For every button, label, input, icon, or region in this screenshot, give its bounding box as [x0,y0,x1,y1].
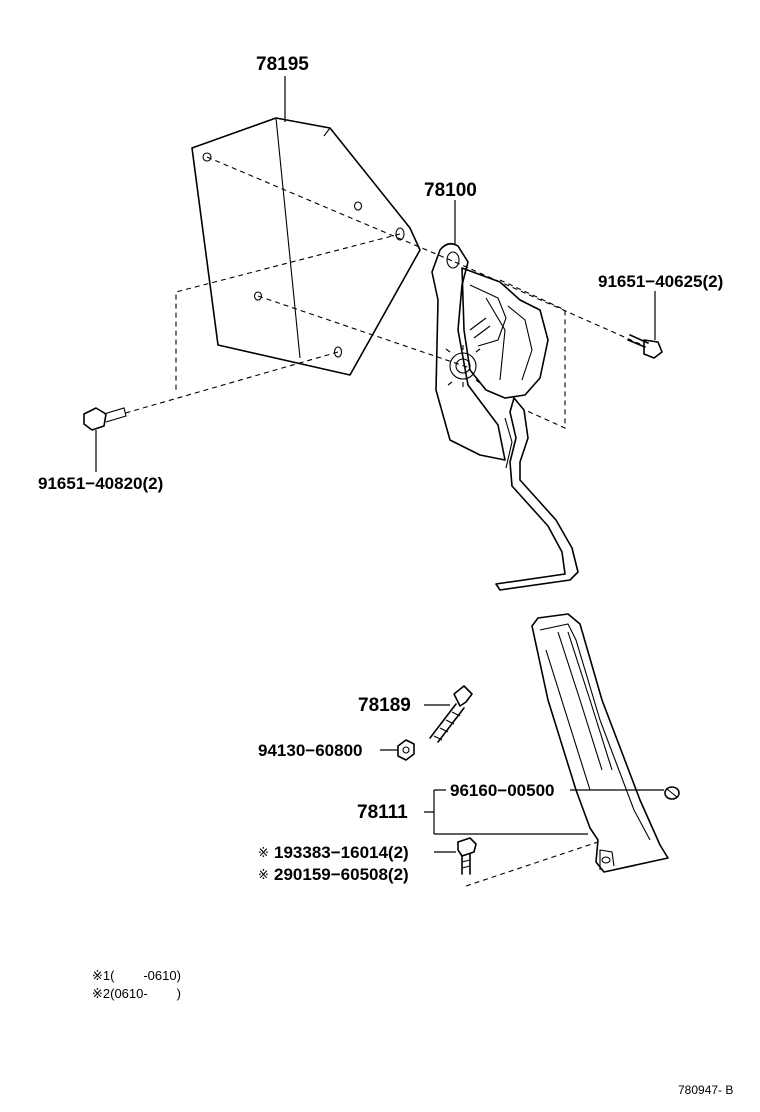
clip-96160-00500 [664,786,680,800]
bracket-78195 [191,117,421,376]
assembly-dash-lines-upper [121,156,641,429]
label-91651-40625: 91651−40625(2) [598,272,723,291]
bolt-91651-40625 [627,334,663,359]
label-78195: 78195 [256,54,309,75]
label-90159-60508: 290159−60508(2) [274,865,409,884]
assembly-dash-line-lower [465,841,599,887]
label-94130-60800: 94130−60800 [258,741,362,760]
mark-2: ※ [258,867,269,882]
pedal-sensor-78100 [431,242,579,591]
label-78100: 78100 [424,180,477,201]
footnote-2: ※2(0610- ) [92,986,181,1001]
diagram-code: 780947- B [678,1083,733,1097]
nut-94130-60800 [397,739,415,761]
label-96160-00500: 96160−00500 [450,781,554,800]
footnotes: ※1( -0610) ※2(0610- ) [92,968,181,1001]
label-78189: 78189 [358,695,411,716]
pedal-pad-78111 [531,613,669,873]
bolt-78189 [429,685,473,743]
mark-1: ※ [258,845,269,860]
bolt-91651-40820 [83,407,127,431]
label-93383-16014: 193383−16014(2) [274,843,409,862]
bolt-93383-16014 [457,837,477,875]
leader-lines [95,76,664,853]
label-78111: 78111 [357,802,408,823]
footnote-1: ※1( -0610) [92,968,181,983]
label-91651-40820: 91651−40820(2) [38,474,163,493]
callout-labels: 78195 78100 91651−40625(2) 91651−40820(2… [38,54,723,884]
